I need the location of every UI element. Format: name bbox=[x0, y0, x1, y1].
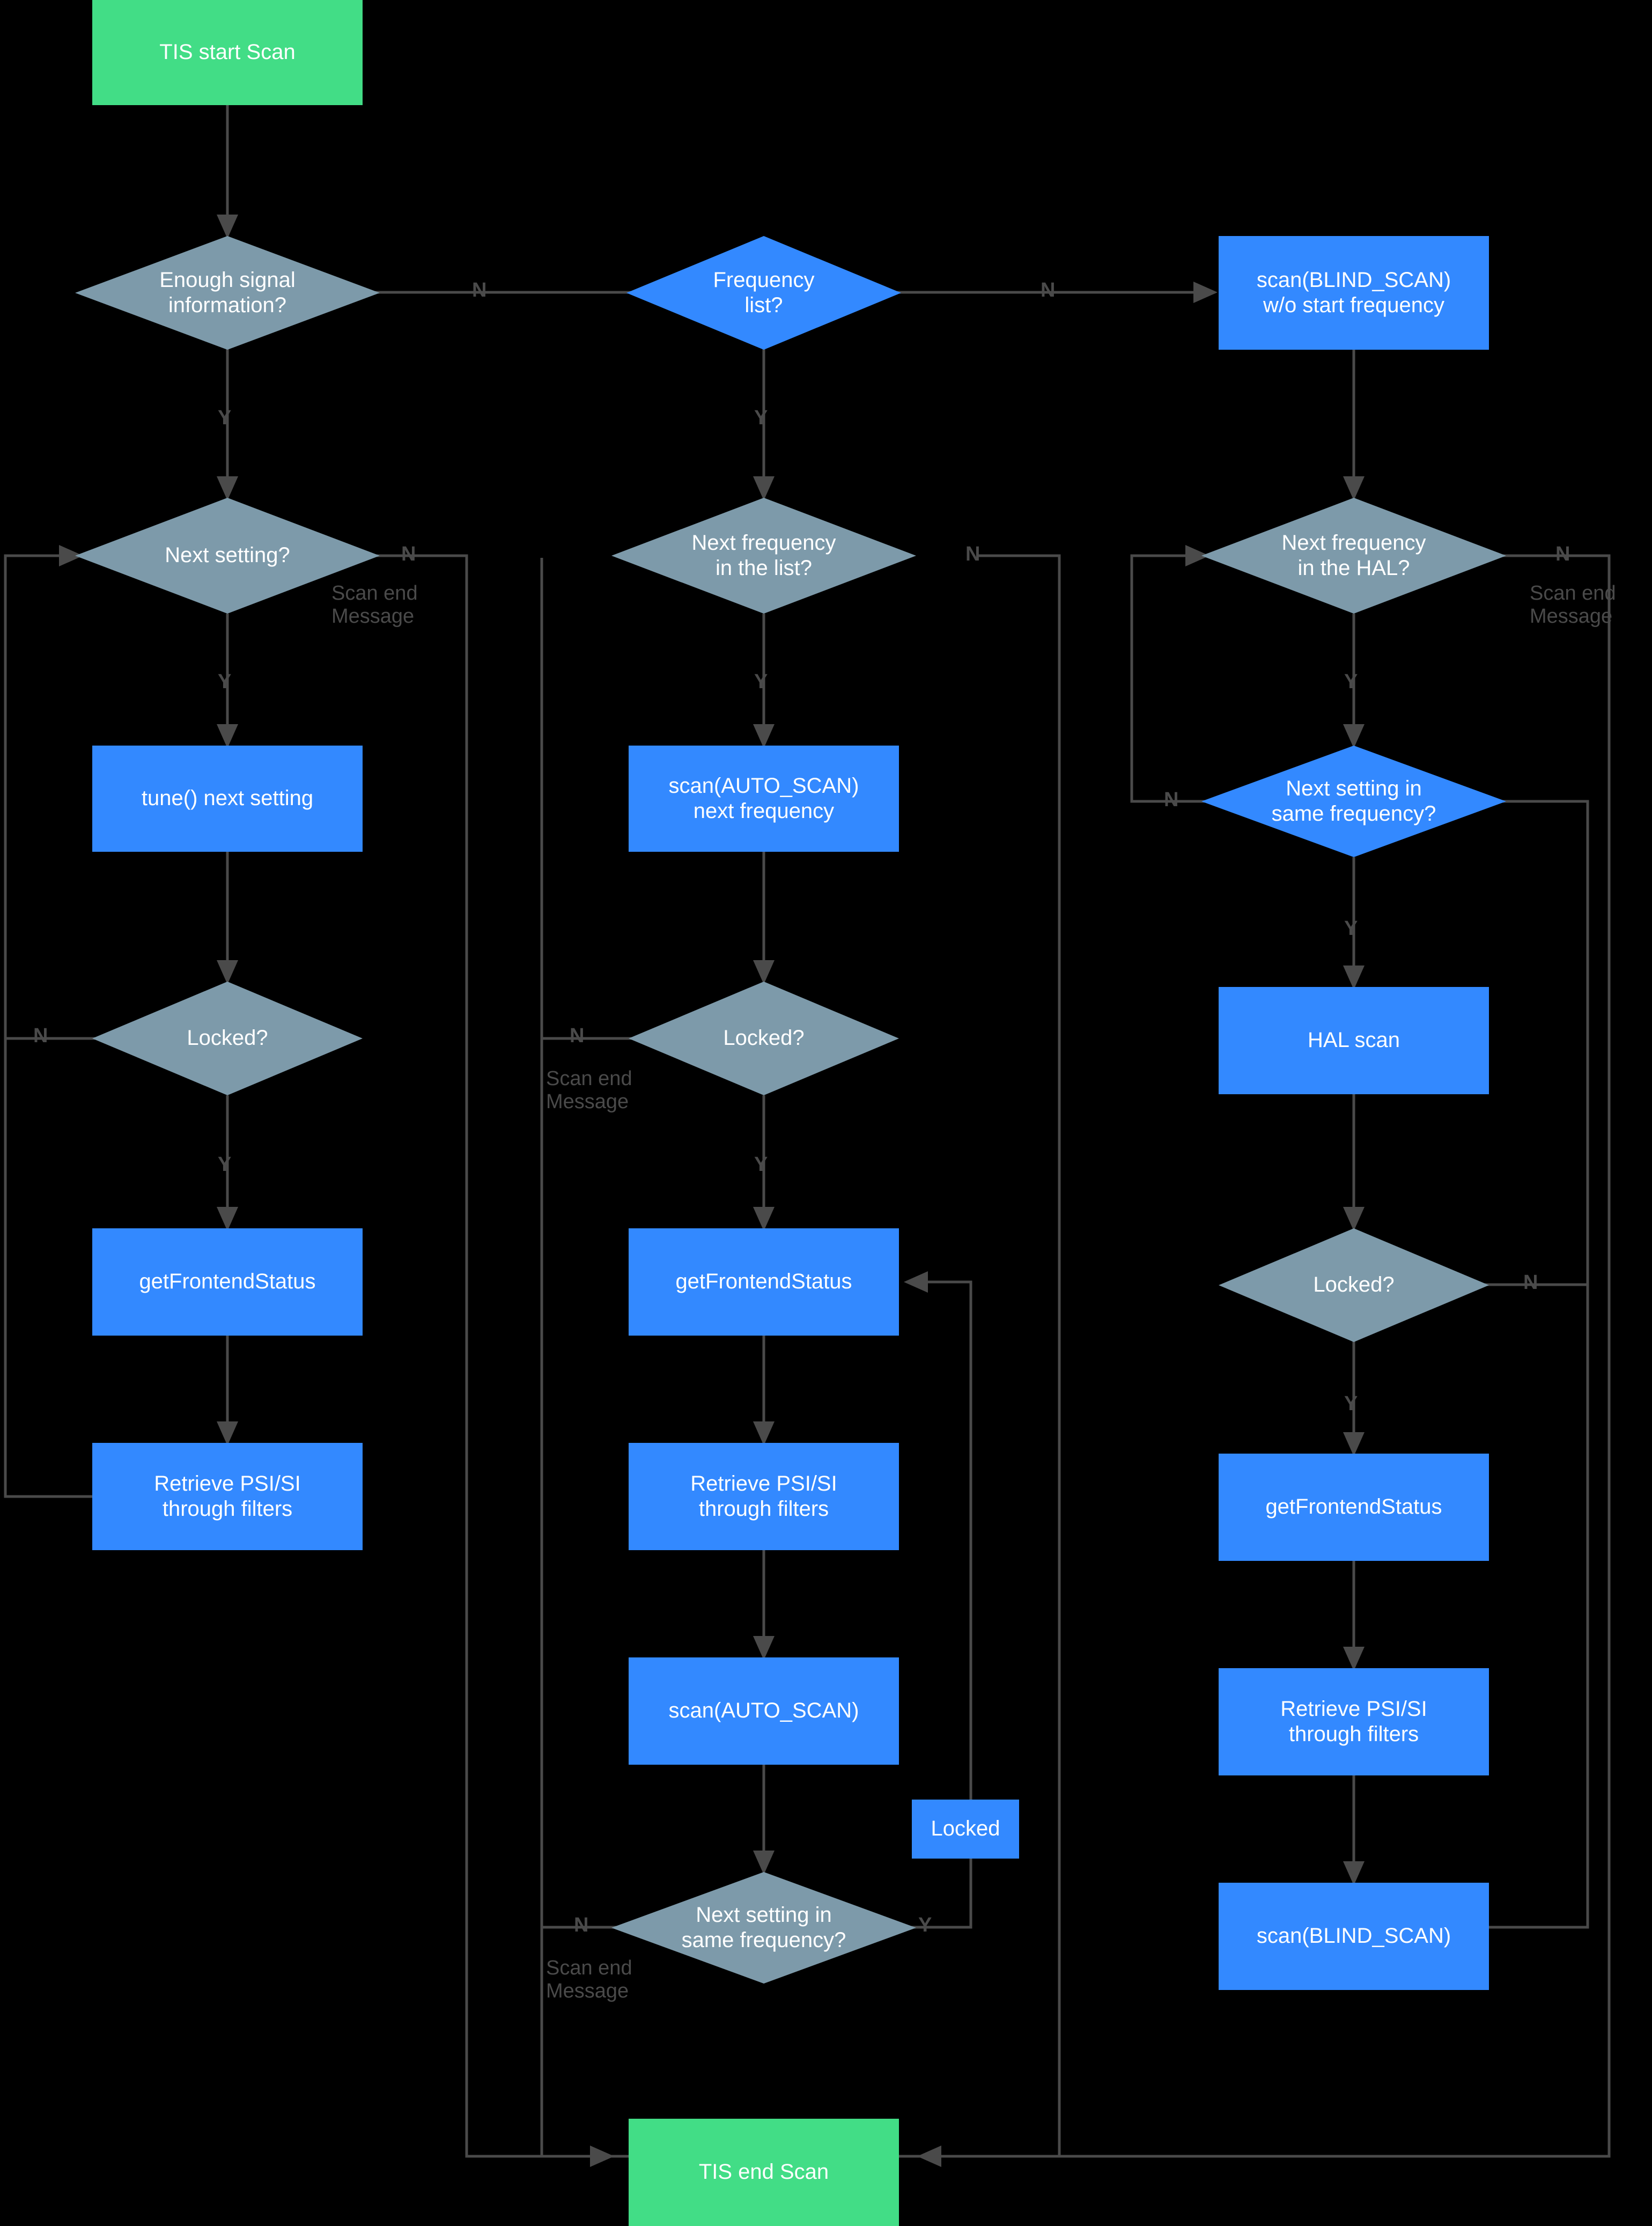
node-tune-next-setting[interactable]: tune() next setting bbox=[92, 746, 363, 852]
node-locked-right[interactable]: Locked? bbox=[1219, 1228, 1489, 1342]
node-end[interactable]: TIS end Scan bbox=[629, 2119, 899, 2226]
node-next-setting[interactable]: Next setting? bbox=[75, 498, 380, 614]
edge-label-n-locked-left: N bbox=[33, 1024, 48, 1047]
node-frequency-list[interactable]: Frequency list? bbox=[626, 236, 901, 350]
node-enough-signal[interactable]: Enough signal information? bbox=[75, 236, 380, 350]
node-retrieve-psi-left[interactable]: Retrieve PSI/SI through filters bbox=[92, 1443, 363, 1550]
edge-label-y-locked-left: Y bbox=[218, 1153, 232, 1176]
node-next-frequency-list-label: Next frequency in the list? bbox=[691, 530, 836, 580]
note-scan-end-message-left: Scan end Message bbox=[331, 582, 418, 628]
node-retrieve-psi-middle-label: Retrieve PSI/SI through filters bbox=[690, 1471, 837, 1521]
node-start-label: TIS start Scan bbox=[159, 40, 296, 64]
node-blind-scan-no-start-label: scan(BLIND_SCAN) w/o start frequency bbox=[1256, 268, 1451, 317]
node-blind-scan[interactable]: scan(BLIND_SCAN) bbox=[1219, 1883, 1489, 1990]
node-scan-auto-next-frequency[interactable]: scan(AUTO_SCAN) next frequency bbox=[629, 746, 899, 852]
node-retrieve-psi-middle[interactable]: Retrieve PSI/SI through filters bbox=[629, 1443, 899, 1550]
node-get-frontend-status-right-label: getFrontendStatus bbox=[1265, 1495, 1442, 1519]
edge-label-y-next-setting-same-frequency-middle: Y bbox=[918, 1914, 932, 1936]
node-locked-middle-label: Locked? bbox=[723, 1026, 805, 1050]
node-end-label: TIS end Scan bbox=[698, 2160, 829, 2184]
node-retrieve-psi-left-label: Retrieve PSI/SI through filters bbox=[154, 1471, 301, 1521]
note-scan-end-message-right: Scan end Message bbox=[1530, 582, 1616, 628]
node-scan-auto-label: scan(AUTO_SCAN) bbox=[668, 1699, 859, 1723]
edge-label-n-locked-middle: N bbox=[570, 1024, 585, 1047]
node-get-frontend-status-right[interactable]: getFrontendStatus bbox=[1219, 1454, 1489, 1561]
node-locked-middle[interactable]: Locked? bbox=[629, 982, 899, 1095]
note-scan-end-message-middle-top: Scan end Message bbox=[546, 1067, 632, 1113]
edge-label-y-enough-signal: Y bbox=[218, 407, 232, 429]
node-locked-box[interactable]: Locked bbox=[912, 1800, 1019, 1859]
edge-label-n-next-frequency-hal: N bbox=[1555, 543, 1570, 565]
node-retrieve-psi-right[interactable]: Retrieve PSI/SI through filters bbox=[1219, 1668, 1489, 1775]
node-get-frontend-status-left-label: getFrontendStatus bbox=[139, 1270, 316, 1294]
node-next-frequency-hal[interactable]: Next frequency in the HAL? bbox=[1201, 498, 1506, 614]
node-frequency-list-label: Frequency list? bbox=[713, 268, 815, 317]
node-locked-right-label: Locked? bbox=[1313, 1273, 1395, 1297]
node-blind-scan-no-start[interactable]: scan(BLIND_SCAN) w/o start frequency bbox=[1219, 236, 1489, 350]
edge-label-y-locked-middle: Y bbox=[754, 1153, 768, 1176]
node-start[interactable]: TIS start Scan bbox=[92, 0, 363, 105]
node-get-frontend-status-middle-label: getFrontendStatus bbox=[675, 1270, 852, 1294]
node-get-frontend-status-left[interactable]: getFrontendStatus bbox=[92, 1228, 363, 1336]
node-retrieve-psi-right-label: Retrieve PSI/SI through filters bbox=[1280, 1697, 1427, 1746]
node-blind-scan-label: scan(BLIND_SCAN) bbox=[1256, 1924, 1451, 1948]
edge-label-y-frequency-list: Y bbox=[754, 407, 768, 429]
edge-label-y-next-setting: Y bbox=[218, 670, 232, 693]
edge-label-n-next-setting-same-frequency-middle: N bbox=[574, 1914, 589, 1936]
node-get-frontend-status-middle[interactable]: getFrontendStatus bbox=[629, 1228, 899, 1336]
node-locked-left[interactable]: Locked? bbox=[92, 982, 363, 1095]
edge-label-n-next-setting-same-frequency-right: N bbox=[1164, 788, 1179, 811]
node-next-frequency-list[interactable]: Next frequency in the list? bbox=[611, 498, 916, 614]
edge-label-y-next-frequency-hal: Y bbox=[1344, 670, 1358, 693]
edge-label-y-locked-right: Y bbox=[1344, 1392, 1358, 1415]
node-tune-next-setting-label: tune() next setting bbox=[141, 786, 314, 810]
node-enough-signal-label: Enough signal information? bbox=[159, 268, 296, 317]
edge-label-n-locked-right: N bbox=[1523, 1271, 1538, 1294]
node-next-frequency-hal-label: Next frequency in the HAL? bbox=[1281, 530, 1426, 580]
note-scan-end-message-middle-bottom: Scan end Message bbox=[546, 1957, 632, 2002]
node-next-setting-same-frequency-right[interactable]: Next setting in same frequency? bbox=[1201, 746, 1506, 857]
node-next-setting-label: Next setting? bbox=[165, 543, 290, 567]
node-next-setting-same-frequency-middle[interactable]: Next setting in same frequency? bbox=[611, 1872, 916, 1984]
edge-label-y-next-setting-same-frequency-right: Y bbox=[1344, 917, 1358, 940]
edge-label-n-next-frequency-list: N bbox=[965, 543, 980, 565]
edge-label-n-next-setting: N bbox=[401, 543, 416, 565]
edge-label-y-next-frequency-list: Y bbox=[754, 670, 768, 693]
node-scan-auto[interactable]: scan(AUTO_SCAN) bbox=[629, 1657, 899, 1765]
node-locked-left-label: Locked? bbox=[187, 1026, 268, 1050]
node-scan-auto-next-frequency-label: scan(AUTO_SCAN) next frequency bbox=[668, 773, 859, 823]
edge-label-n-enough-signal: N bbox=[472, 279, 487, 301]
node-hal-scan[interactable]: HAL scan bbox=[1219, 987, 1489, 1094]
node-next-setting-same-frequency-middle-label: Next setting in same frequency? bbox=[681, 1903, 846, 1952]
node-next-setting-same-frequency-right-label: Next setting in same frequency? bbox=[1271, 776, 1436, 825]
node-hal-scan-label: HAL scan bbox=[1308, 1028, 1400, 1052]
edge-label-n-frequency-list: N bbox=[1041, 279, 1056, 301]
node-locked-box-label: Locked bbox=[931, 1817, 1000, 1841]
